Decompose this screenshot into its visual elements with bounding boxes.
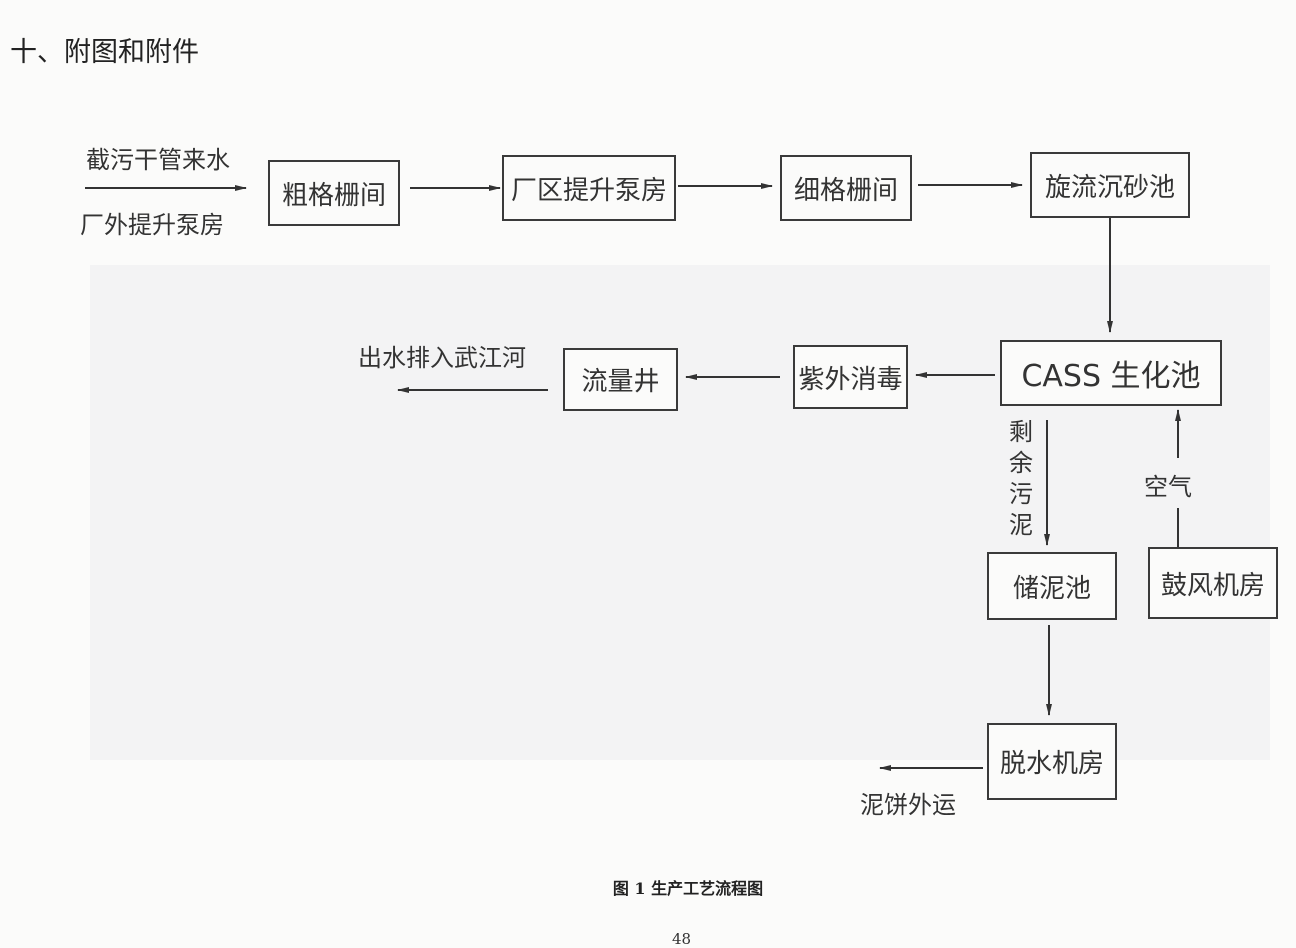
node-dewatering: 脱水机房 (987, 723, 1117, 800)
page-number: 48 (672, 930, 692, 948)
node-uv: 紫外消毒 (793, 345, 908, 409)
air-label: 空气 (1144, 467, 1192, 502)
input-label-bottom: 厂外提升泵房 (80, 211, 224, 239)
section-heading: 十、附图和附件 (10, 37, 199, 68)
node-sludge-tank: 储泥池 (987, 552, 1117, 620)
cake-label: 泥饼外运 (860, 791, 956, 819)
figure-caption: 图 1 生产工艺流程图 (612, 879, 764, 898)
node-lift-pump: 厂区提升泵房 (502, 155, 676, 221)
node-blower: 鼓风机房 (1148, 547, 1278, 619)
input-label-top: 截污干管来水 (86, 146, 230, 174)
node-grit-chamber: 旋流沉砂池 (1030, 152, 1190, 218)
outflow-label: 出水排入武江河 (358, 344, 526, 372)
node-cass: CASS 生化池 (1000, 340, 1222, 406)
node-flow-well: 流量井 (563, 348, 678, 411)
excess-sludge-label: 剩余污泥 (1009, 418, 1033, 539)
node-fine-screen: 细格栅间 (780, 155, 912, 221)
node-coarse-screen: 粗格栅间 (268, 160, 400, 226)
